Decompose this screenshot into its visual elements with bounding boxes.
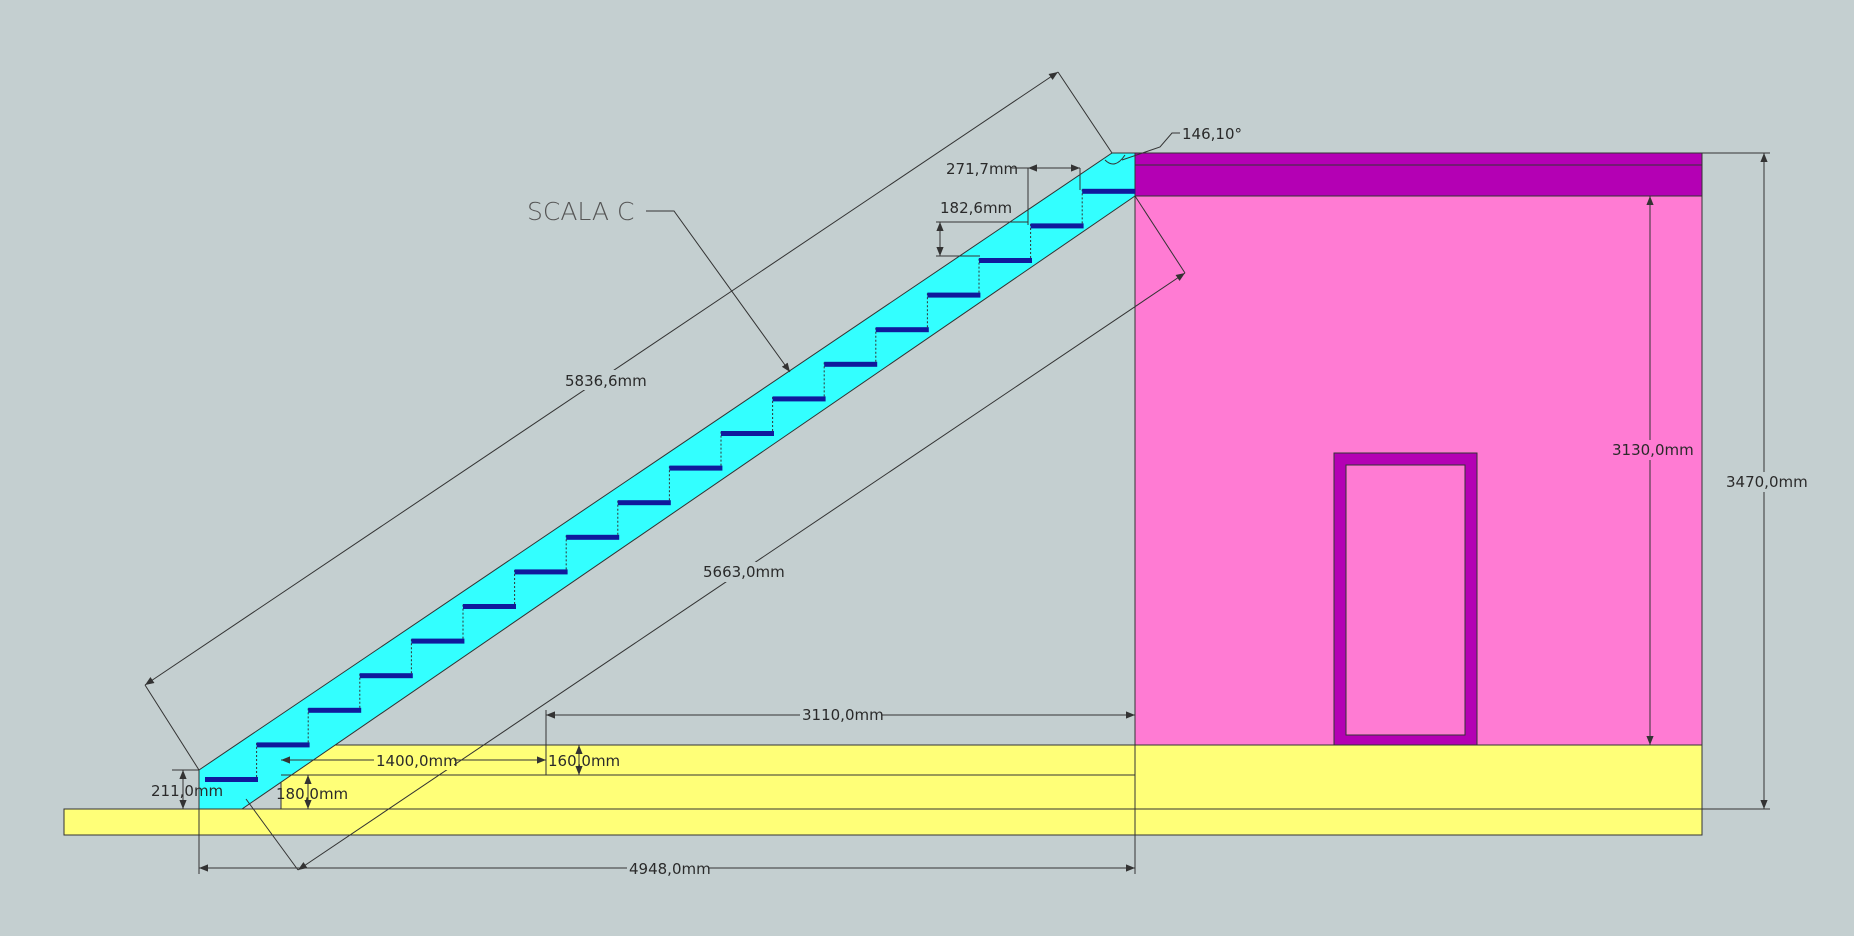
dim-distance-to-wall: 3110,0mm (545, 705, 1135, 745)
stair-tread (669, 465, 723, 471)
dim-stair-length-bottom: 5663,0mm (245, 195, 1186, 871)
dim-riser-height: 182,6mm (936, 199, 1028, 257)
dim-step-160: 160,0mm (546, 744, 620, 776)
dim-label-base-height: 211,0mm (151, 782, 223, 800)
floor-slab (1134, 152, 1703, 197)
stair-tread (256, 742, 310, 748)
callout-label: SCALA C (527, 197, 634, 226)
stair-tread (979, 258, 1032, 263)
stair-tread (1030, 223, 1084, 229)
dim-platform-length: 1400,0mm (281, 750, 546, 770)
dim-label-distance-to-wall: 3110,0mm (802, 706, 884, 724)
stair-top-notch (1104, 154, 1126, 165)
dim-wall-height: 3130,0mm (1610, 196, 1694, 745)
ground-platform-right (1134, 744, 1703, 810)
dim-label-step-180: 180,0mm (276, 785, 348, 803)
stair-tread (359, 673, 413, 679)
dim-label-total-height: 3470,0mm (1726, 473, 1808, 491)
dim-label-wall-height: 3130,0mm (1612, 441, 1694, 459)
stair-tread (205, 777, 258, 782)
ground-platform-low (280, 774, 1136, 810)
dim-label-tread-depth: 271,7mm (946, 160, 1018, 178)
stair (198, 152, 1136, 810)
stair-tread (514, 569, 568, 575)
dim-label-riser-height: 182,6mm (940, 199, 1012, 217)
dim-total-length: 4948,0mm (198, 770, 1136, 878)
dim-tread-depth: 271,7mm (946, 160, 1081, 225)
dim-label-stair-length-top: 5836,6mm (565, 372, 647, 390)
stair-tread (721, 431, 774, 436)
dim-label-total-length: 4948,0mm (629, 860, 711, 878)
dim-total-height: 3470,0mm (1702, 152, 1808, 810)
stair-tread (875, 327, 929, 333)
stair-tread (1082, 188, 1136, 194)
callout: SCALA C (527, 197, 791, 373)
dim-angle: 146,10° (1121, 125, 1242, 161)
dim-label-stair-length-bottom: 5663,0mm (703, 563, 785, 581)
dim-label-platform-length: 1400,0mm (376, 752, 458, 770)
stair-tread (566, 534, 620, 540)
stair-tread (772, 396, 826, 402)
dim-label-step-160: 160,0mm (548, 752, 620, 770)
stair-tread (463, 604, 516, 609)
dim-label-angle: 146,10° (1182, 125, 1242, 143)
stair-tread (308, 707, 362, 713)
building (1134, 152, 1703, 746)
stair-tread (617, 500, 671, 506)
dim-step-180: 180,0mm (276, 774, 348, 809)
stair-tread (927, 292, 981, 298)
door-opening (1345, 464, 1466, 736)
dim-base-height: 211,0mm (151, 769, 223, 809)
stair-tread (824, 361, 878, 367)
ground-strip (63, 808, 1703, 836)
stair-tread (411, 638, 465, 644)
